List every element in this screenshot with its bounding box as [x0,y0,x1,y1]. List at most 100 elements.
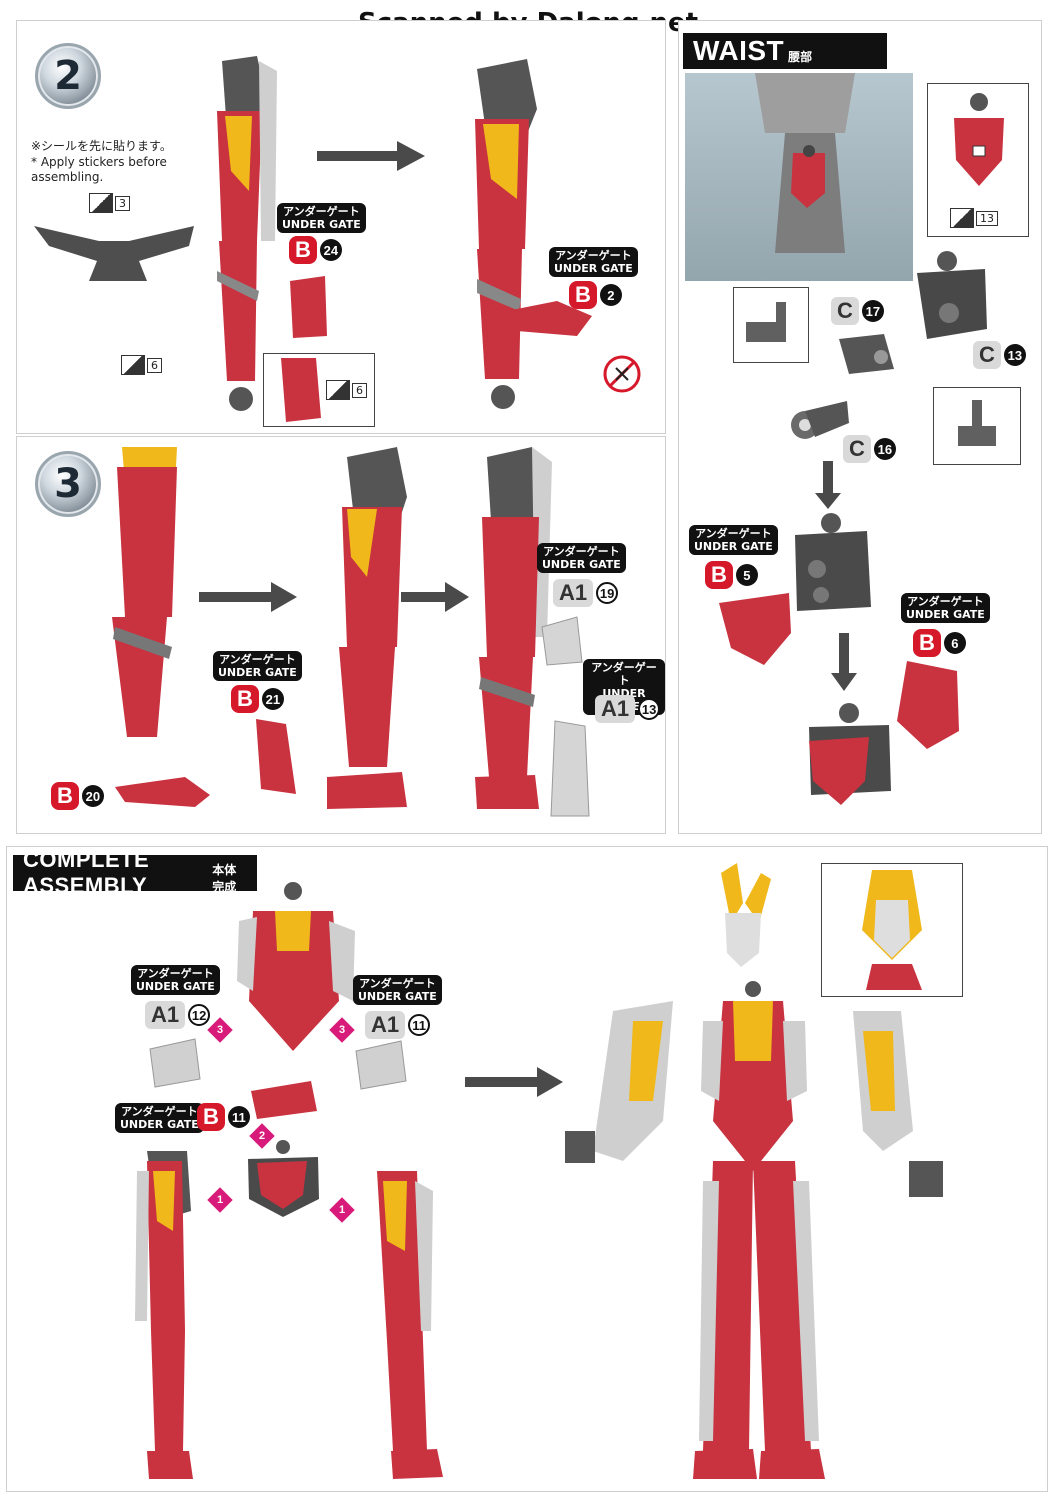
part-number: 12 [188,1004,211,1026]
part-letter: B [289,236,317,264]
sticker-icon [326,380,350,400]
part-letter: A1 [595,695,636,723]
part-tag-b6: B 6 [913,629,966,657]
order-mark-number: 3 [216,1024,224,1036]
part-number: 6 [943,632,966,654]
part-letter: C [843,435,871,463]
step2-arrow-right [317,141,425,171]
part-b6-piece [897,661,959,749]
part-a13-piece [550,720,590,817]
step3-arrow-right-2 [401,582,469,612]
gate-en: UNDER GATE [906,608,985,621]
sticker-number: 3 [115,195,130,211]
sticker-note-en: * Apply stickers before assembling. [31,155,167,184]
part-a19-piece [541,616,583,666]
head-zoom-box [821,863,963,997]
sticker-icon [89,193,113,213]
part-letter: C [831,297,859,325]
waist-arrow-down-1 [815,461,841,509]
gate-label-b5: アンダーゲート UNDER GATE [689,525,778,555]
sticker-icon [950,208,974,228]
waist-header: WAIST 腰部 [683,33,887,69]
waist-reference-photo [685,73,913,281]
part-number: 2 [599,284,622,306]
part-tag-c17: C 17 [831,297,884,325]
leg-illustration-after [475,59,537,409]
no-cut-icon [603,355,641,393]
part-tag-a11: A1 11 [365,1011,431,1039]
part-tag-a13: A1 13 [595,695,661,723]
torso-piece [237,882,355,1051]
gate-jp: アンダーゲート [907,595,984,608]
part-a12-piece [149,1038,201,1088]
part-letter: A1 [145,1001,186,1029]
part-letter: A1 [365,1011,406,1039]
part-letter: A1 [553,579,594,607]
order-mark-number: 3 [338,1024,346,1036]
sticker-ref-13: 13 [950,208,998,228]
gate-label-b11: アンダーゲート UNDER GATE [115,1103,204,1133]
waist-arrow-down-2 [831,633,857,691]
gate-jp: アンダーゲート [555,249,632,262]
part-number: 17 [861,300,884,322]
waist-assembled-piece [809,703,891,805]
part-b20-piece [115,777,210,807]
part-number: 20 [81,785,104,807]
head-zoom-piece [862,870,922,990]
gate-en: UNDER GATE [120,1118,199,1131]
part-letter: C [973,341,1001,369]
part-tag-b24: B 24 [289,236,342,264]
step2-panel: 2 ※シールを先に貼ります。 * Apply stickers before a… [16,20,666,434]
leg-illustration-step3-a [112,447,177,737]
part-b21-piece [256,719,296,794]
sticker-number: 13 [976,210,998,226]
part-a11-piece [355,1040,407,1090]
gate-en: UNDER GATE [554,262,633,275]
part-letter: B [231,685,259,713]
right-leg-assembled [377,1171,443,1479]
head-piece [721,863,771,967]
gate-en: UNDER GATE [282,218,361,231]
sticker-ref-6-b: 6 [326,380,367,400]
waist-title-en: WAIST [693,35,785,66]
part-tag-c13: C 13 [973,341,1026,369]
gate-label-a12: アンダーゲート UNDER GATE [131,965,220,995]
part-b11-piece [251,1081,317,1119]
part-letter: B [51,782,79,810]
part-c13-piece [917,251,987,339]
gate-en: UNDER GATE [358,990,437,1003]
step3-number-badge: 3 [35,451,101,517]
sticker-number: 6 [147,357,162,373]
gate-en: UNDER GATE [694,540,773,553]
gate-en: UNDER GATE [218,666,297,679]
complete-arrow-right [465,1067,563,1097]
c16-detail-box [933,387,1021,465]
gate-label-b21: アンダーゲート UNDER GATE [213,651,302,681]
part-tag-a12: A1 12 [145,1001,211,1029]
waist-photo-figure [755,73,855,253]
waist-unit-piece [248,1140,319,1217]
part-tag-c16: C 16 [843,435,896,463]
part-number: 13 [1003,344,1026,366]
waist-panel: WAIST 腰部 13 C 17 [678,20,1042,834]
step3-arrow-right-1 [199,582,297,612]
left-leg-assembled [135,1151,193,1479]
sticker-note-jp: ※シールを先に貼ります。 [31,139,172,153]
part-number: 21 [261,688,284,710]
part-c17-piece [839,334,894,374]
leg-illustration-before [217,56,277,411]
sticker-sheet-illustration [34,226,194,281]
part-letter: B [705,561,733,589]
part-tag-b11: B 11 [197,1103,250,1131]
part-number: 24 [319,239,342,261]
complete-assembly-header: COMPLETE ASSEMBLY 本体完成 [13,847,257,898]
gate-jp: アンダーゲート [283,205,360,218]
gate-label-b2: アンダーゲート UNDER GATE [549,247,638,277]
waist-title-jp: 腰部 [788,49,813,64]
gate-jp: アンダーゲート [121,1105,198,1118]
order-mark-1-right: 1 [329,1197,355,1223]
part-number: 5 [735,564,758,586]
part-letter: B [197,1103,225,1131]
sticker-ref-6-a: 6 [121,355,162,375]
gate-label-b6: アンダーゲート UNDER GATE [901,593,990,623]
